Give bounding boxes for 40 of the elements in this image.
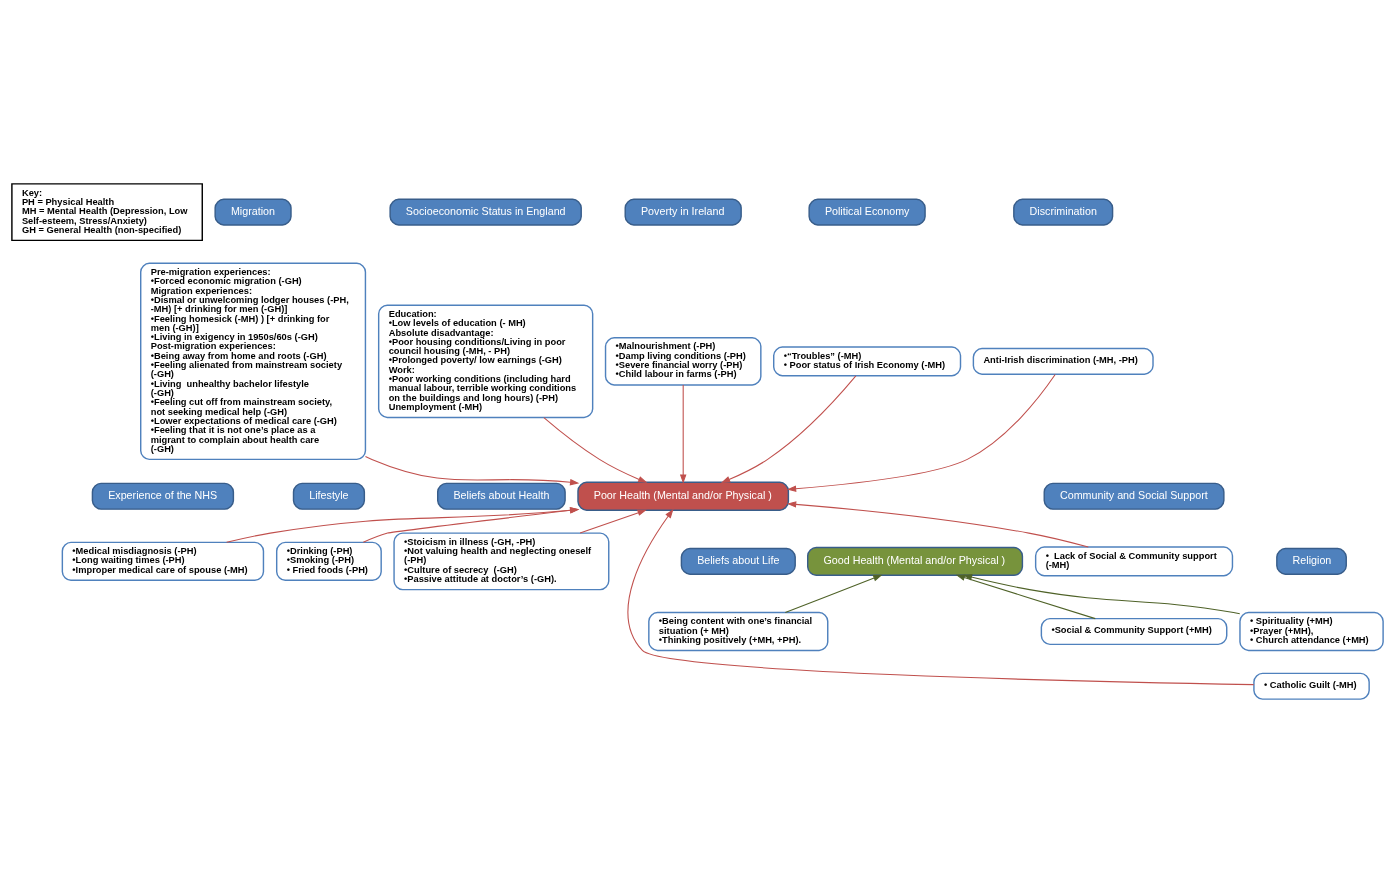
node-box: Pre-migration experiences: •Forced economic migration (-GH) Migration experiences: •Dismal or unwelcoming lodger houses (-PH, -MH) [+ drinking for men (-GH)] •Feeling homesick (-MH) ) [+ drinking for men (-GH)] •Living in exigency in 1950s/60s (-GH) Post-migration experiences: •Being away from home and roots (-GH) •Feeling alienated from mainstream society (-GH) •Living unhealthy bachelor lifestyle (-GH) •Feeling cut off from mainstream society, not seeking medical help (-GH) •Lower expectations of medical care (-GH) •Feeling that it is not one’s place as a migrant to complain about health care (-GH) bbox=[140, 262, 367, 460]
node-box: Good Health (Mental and/or Physical ) bbox=[807, 546, 1024, 576]
arrow bbox=[627, 508, 1255, 685]
node-box: Poor Health (Mental and/or Physical ) bbox=[577, 481, 790, 511]
node-box: Religion bbox=[1276, 547, 1347, 575]
node-box: Beliefs about Life bbox=[680, 547, 796, 575]
arrow bbox=[786, 500, 1089, 548]
node-box: Poverty in Ireland bbox=[624, 198, 742, 226]
node-box: •Drinking (-PH) •Smoking (-PH) • Fried foods (-PH) bbox=[275, 541, 382, 581]
arrow bbox=[962, 573, 1241, 614]
node-box: Socioeconomic Status in England bbox=[389, 198, 582, 226]
arrow bbox=[784, 574, 883, 613]
node-box: Discrimination bbox=[1013, 198, 1114, 226]
arrow bbox=[364, 455, 580, 485]
arrow bbox=[720, 374, 857, 483]
arrow bbox=[226, 506, 580, 543]
node-box: •Medical misdiagnosis (-PH) •Long waiting times (-PH) •Improper medical care of spouse (-MH) bbox=[61, 541, 265, 581]
node-box: •“Troubles” (-MH) • Poor status of Irish Economy (-MH) bbox=[773, 345, 962, 376]
node-box: • Spirituality (+MH) •Prayer (+MH), • Church attendance (+MH) bbox=[1239, 611, 1384, 651]
node-box: Beliefs about Health bbox=[437, 482, 566, 510]
node-box: Key: PH = Physical Health MH = Mental Health (Depression, Low Self-esteem, Stress/Anxiety) GH = General Health (non-specified) bbox=[11, 182, 203, 241]
node-box: •Social & Community Support (+MH) bbox=[1040, 617, 1228, 645]
node-box: Political Economy bbox=[808, 198, 926, 226]
node-box: Community and Social Support bbox=[1043, 482, 1225, 510]
node-box: Anti-Irish discrimination (-MH, -PH) bbox=[972, 347, 1154, 375]
arrow bbox=[543, 416, 648, 483]
node-box: •Being content with one’s financial situation (+ MH) •Thinking positively (+MH, +PH). bbox=[648, 611, 829, 651]
node-box: •Stoicism in illness (-GH, -PH) •Not valuing health and neglecting oneself (-PH) •Culture of secrecy (-GH) •Passive attitude at doctor’s (-GH). bbox=[393, 531, 610, 590]
arrow bbox=[679, 383, 687, 484]
arrow bbox=[579, 509, 647, 534]
node-box: Experience of the NHS bbox=[91, 482, 235, 510]
node-box: •Malnourishment (-PH) •Damp living conditions (-PH) •Severe financial worry (-PH) •Child labour in farms (-PH) bbox=[604, 336, 762, 386]
node-box: • Catholic Guilt (-MH) bbox=[1253, 672, 1370, 700]
arrow bbox=[362, 506, 580, 543]
node-box: Education: •Low levels of education (- MH) Absolute disadvantage: •Poor housing conditions/Living in poor council housing (-MH, - PH) •Prolonged poverty/ low earnings (-GH) Work: •Poor working conditions (including hard manual labour, terrible working conditions on the buildings and long hours) (-PH) Unemployment (-MH) bbox=[377, 303, 594, 418]
node-box: Migration bbox=[214, 198, 292, 226]
node-box: Lifestyle bbox=[292, 482, 366, 510]
arrow bbox=[955, 574, 1096, 619]
node-box: • Lack of Social & Community support (-MH) bbox=[1034, 545, 1234, 576]
arrow bbox=[786, 373, 1056, 492]
